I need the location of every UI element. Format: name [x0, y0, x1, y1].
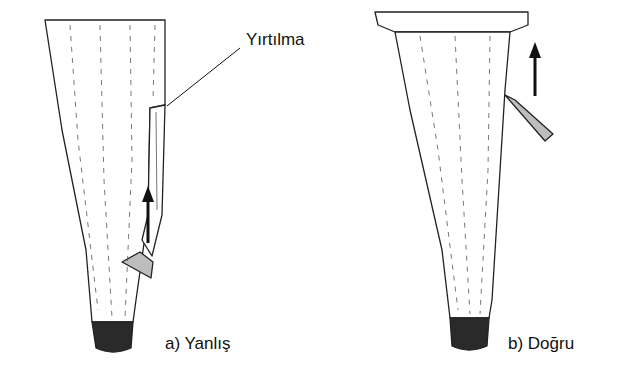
stake-body [45, 20, 165, 322]
wood-grain [420, 36, 490, 314]
caption-label: a) Yanlış [165, 334, 231, 354]
right-stake [375, 12, 553, 350]
stake-tip [450, 318, 489, 350]
knife [505, 95, 553, 141]
right-arrow [529, 42, 541, 96]
torn-strip [142, 105, 165, 256]
stake-body [395, 32, 510, 318]
caption-label: b) Doğru [508, 334, 574, 354]
tear-label: Yırtılma [246, 30, 305, 50]
wrong-stake [45, 20, 165, 352]
wood-grain [70, 25, 155, 318]
leader-line [167, 48, 240, 106]
knife [122, 252, 153, 278]
stake-tip [92, 322, 133, 352]
stake-top [375, 12, 528, 32]
wrong-arrow [142, 186, 154, 243]
tear-line [156, 112, 157, 210]
